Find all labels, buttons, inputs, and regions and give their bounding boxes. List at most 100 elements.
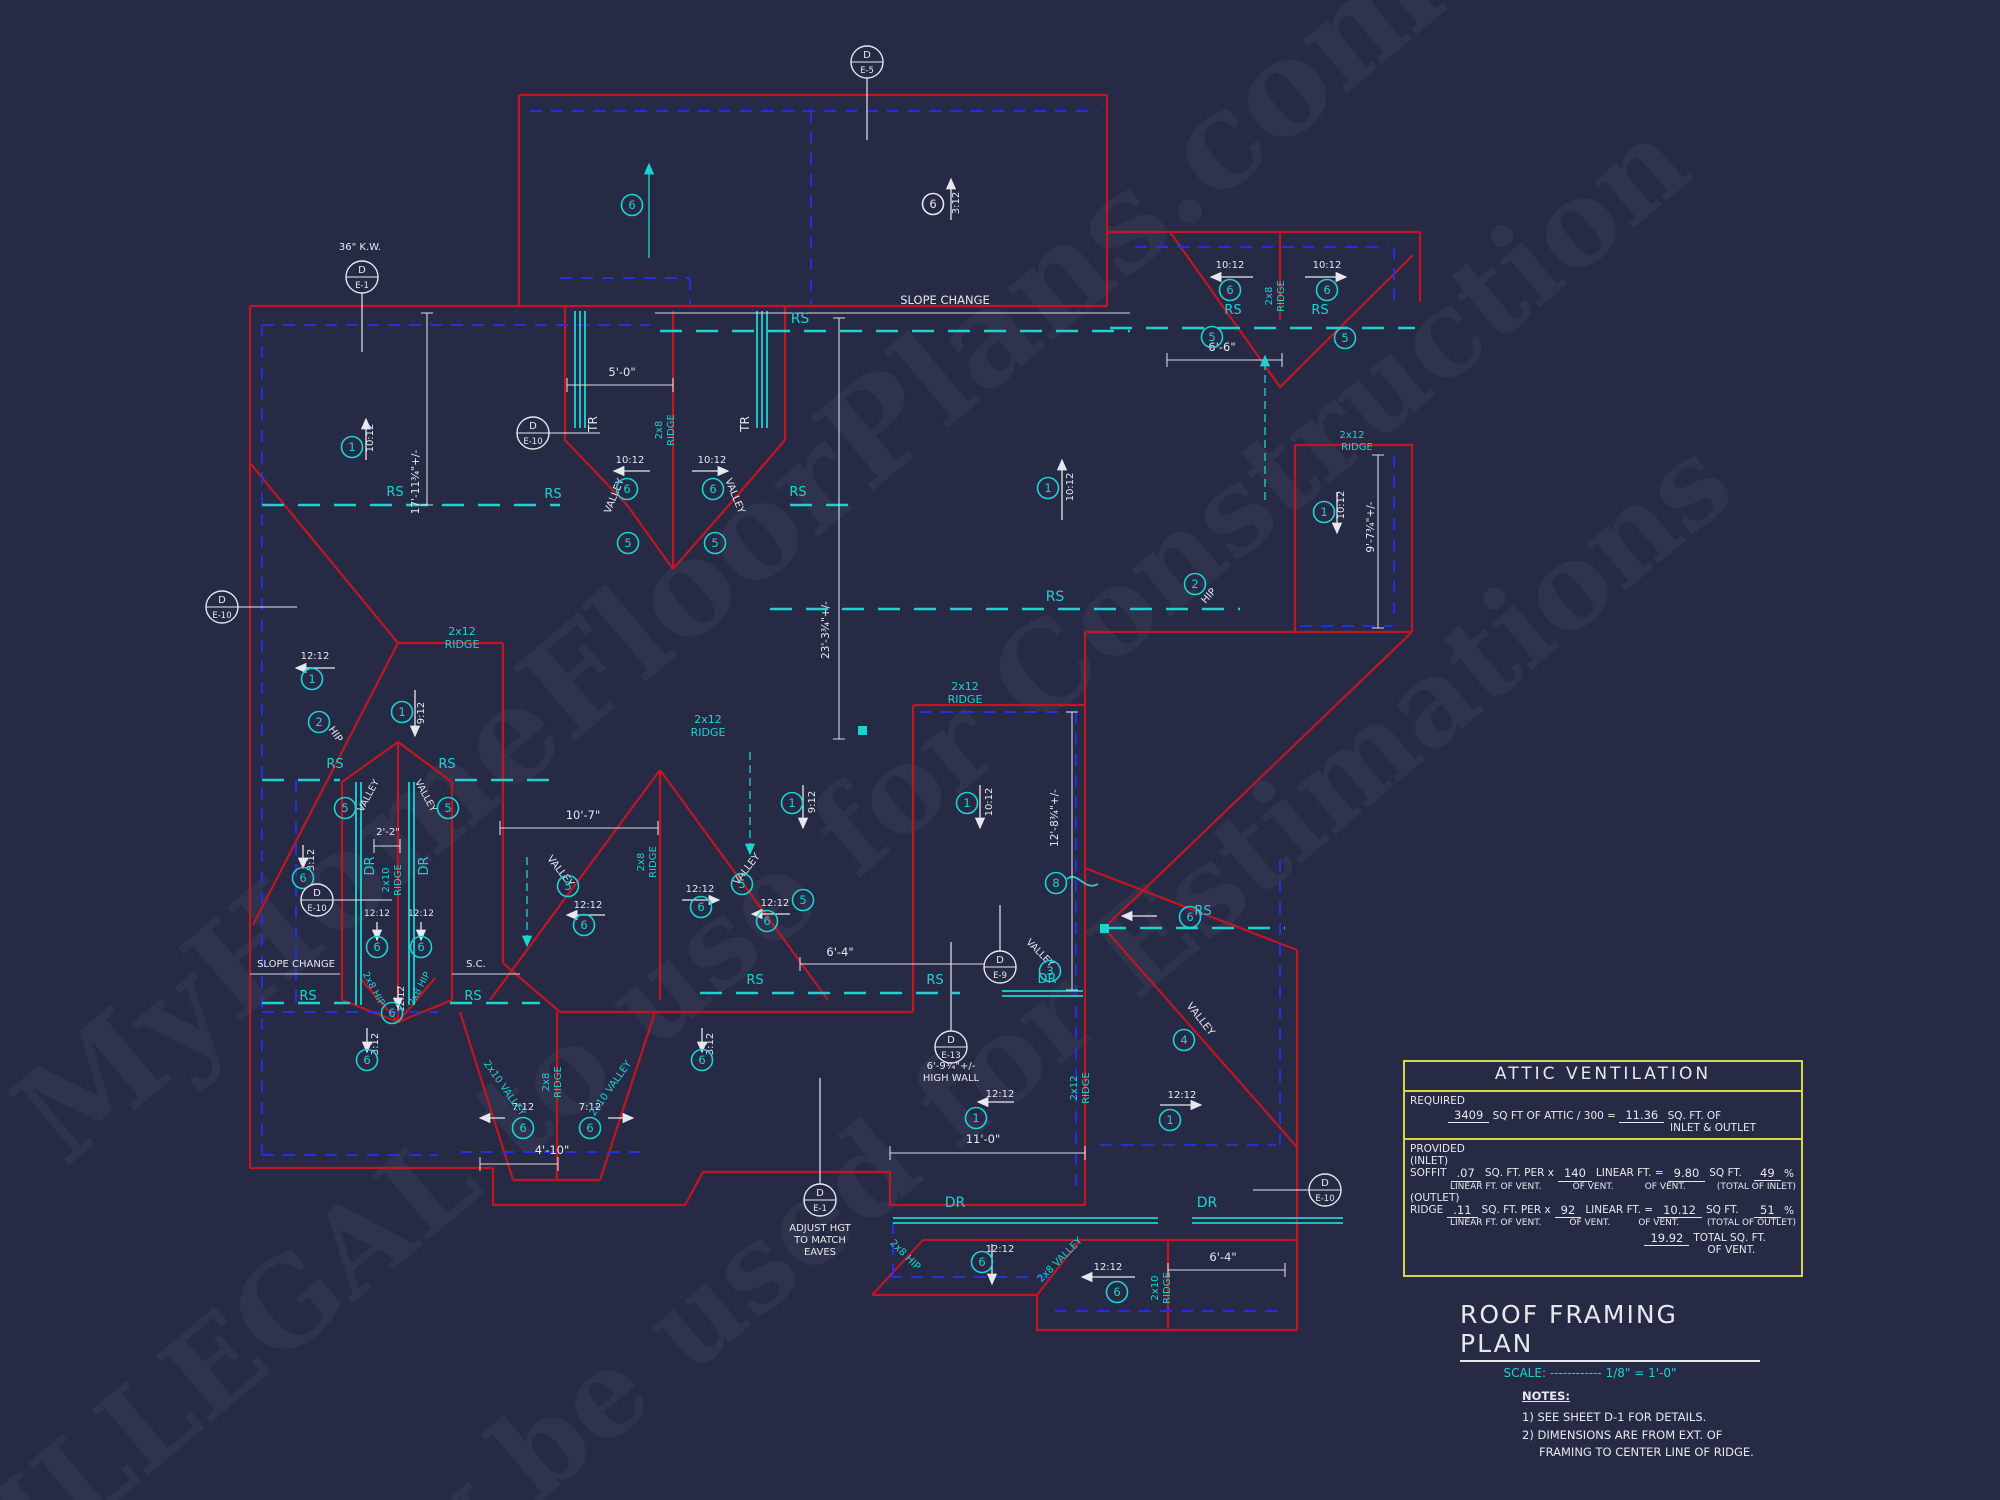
plan-label: HIP [1200,587,1219,607]
circled-keynote-1: 1 [1036,476,1060,500]
circled-keynote-6: 6 [615,477,639,501]
plan-label: 12:12 [986,1244,1015,1255]
plan-label: VALLEY [356,778,382,814]
svg-text:1: 1 [963,796,970,810]
circled-keynote-5: 5 [556,874,580,898]
total-vent-sqft: 19.92 [1644,1231,1690,1246]
svg-text:D: D [947,1035,955,1046]
outlet-total-label: (TOTAL OF OUTLET) [1707,1218,1796,1229]
plan-label: DR [363,856,378,875]
circled-keynote-6: 6 [365,935,389,959]
ridge-per: .11 [1447,1203,1478,1219]
plan-label: 6'-9¾"+/- [927,1061,976,1072]
plan-label: SLOPE CHANGE [257,959,335,970]
soffit-per: .07 [1450,1167,1481,1182]
soffit-sqft-label: SQ FT. [1709,1167,1742,1180]
plan-label: RS [438,757,455,772]
req-formula: SQ FT OF ATTIC / 300 = [1492,1110,1616,1123]
rafter-lines-cyan [355,311,1343,1224]
note-1: 1) SEE SHEET D-1 FOR DETAILS. [1522,1410,1707,1425]
attic-ventilation-table: ATTIC VENTILATION REQUIRED 3409 SQ FT OF… [1403,1060,1803,1277]
plan-label: RIDGE [553,1066,564,1098]
svg-text:6: 6 [1113,1285,1120,1299]
note-2b: FRAMING TO CENTER LINE OF RIDGE. [1539,1444,1754,1459]
inlet-percent: 49 [1754,1166,1781,1182]
plan-label: 9'-7¾"+/- [1365,501,1377,552]
svg-text:5: 5 [624,536,631,550]
plan-label: 4'-10" [535,1143,570,1157]
circled-keynote-1: 1 [390,700,414,724]
svg-text:4: 4 [1180,1033,1187,1047]
plan-label: 3:12 [705,1033,716,1055]
plan-label: 7:12 [579,1102,601,1113]
plan-label: 3:12 [306,849,317,871]
svg-text:6: 6 [763,914,770,928]
plan-label: 2x12 [1069,1075,1080,1100]
req-unit: SQ. FT. OF [1667,1110,1722,1123]
circled-keynote-6: 6 [1178,905,1202,929]
plan-label: 12:12 [574,900,603,911]
svg-text:2: 2 [315,715,322,729]
circled-keynote-6: 6 [511,1116,535,1140]
plan-label: RS [1194,904,1211,919]
rs-node-marker [858,726,867,735]
plan-label: TR [586,416,600,433]
plan-label: RIDGE [691,726,726,739]
svg-text:1: 1 [1166,1113,1173,1127]
circled-keynote-5: 5 [616,531,640,555]
svg-text:6: 6 [978,1255,985,1269]
plan-label: SLOPE CHANGE [900,293,990,307]
circled-keynote-6: 6 [578,1116,602,1140]
circled-keynote-1: 1 [1312,500,1336,524]
plan-label: 2x12 [694,713,722,726]
plan-label: 2x12 [448,625,476,638]
plan-label: ADJUST HGT [789,1223,851,1234]
svg-text:D: D [863,50,871,61]
rs-lines-cyan-dashed [262,326,1415,1005]
plan-label: 10:12 [1065,473,1076,502]
circled-keynote-8: 8 [1044,871,1068,895]
svg-text:5: 5 [1341,331,1348,345]
attic-provided-section: PROVIDED (INLET) SOFFIT .07 SQ. FT. PER … [1405,1140,1801,1258]
plan-label: 2x10 [381,867,392,892]
plan-label: DR [1197,1195,1218,1211]
svg-text:6: 6 [628,198,635,212]
circled-keynote-6: 6 [1218,278,1242,302]
plan-label: RIDGE [445,638,480,651]
svg-text:6: 6 [709,482,716,496]
plan-label: 2'-2" [376,827,400,838]
plan-label: 10:12 [698,455,727,466]
plan-label: TO MATCH [793,1235,846,1246]
svg-text:6: 6 [373,940,380,954]
sub-linear-ft: LINEAR FT. OF VENT. [1450,1181,1542,1192]
circled-keynote-6: 6 [690,1048,714,1072]
outlet-percent: 51 [1754,1203,1781,1219]
req-unit2: INLET & OUTLET [1670,1122,1756,1135]
plan-label: RS [1224,303,1241,318]
attic-table-title: ATTIC VENTILATION [1405,1062,1801,1092]
circled-keynote-6: 6 [380,1001,404,1025]
detail-callout-E-10: DE-10 [516,416,600,450]
svg-text:D: D [358,265,366,276]
plan-label: 6'-4" [1209,1250,1236,1264]
plan-label: RS [746,973,763,988]
ridge-sqft: 10.12 [1657,1203,1702,1219]
svg-text:E-10: E-10 [1315,1194,1334,1204]
svg-text:5: 5 [564,879,571,893]
plan-label: 12:12 [986,1089,1015,1100]
req-result: 11.36 [1619,1108,1665,1124]
circled-keynote-6: 6 [572,913,596,937]
circled-keynote-5: 5 [730,872,754,896]
plan-label: VALLEY [412,778,438,814]
svg-text:D: D [218,595,226,606]
inlet-total-label: (TOTAL OF INLET) [1716,1181,1796,1192]
detail-callout-E-1: DE-1 [345,260,379,352]
plan-label: 36" K.W. [339,242,381,253]
svg-text:E-9: E-9 [993,971,1007,981]
soffit-label: SOFFIT [1410,1167,1447,1180]
soffit-linft: LINEAR FT. = [1595,1167,1664,1180]
plan-label: EAVES [804,1247,836,1258]
circled-keynote-6: 6 [355,1048,379,1072]
plan-label: VALLEY [731,851,763,887]
